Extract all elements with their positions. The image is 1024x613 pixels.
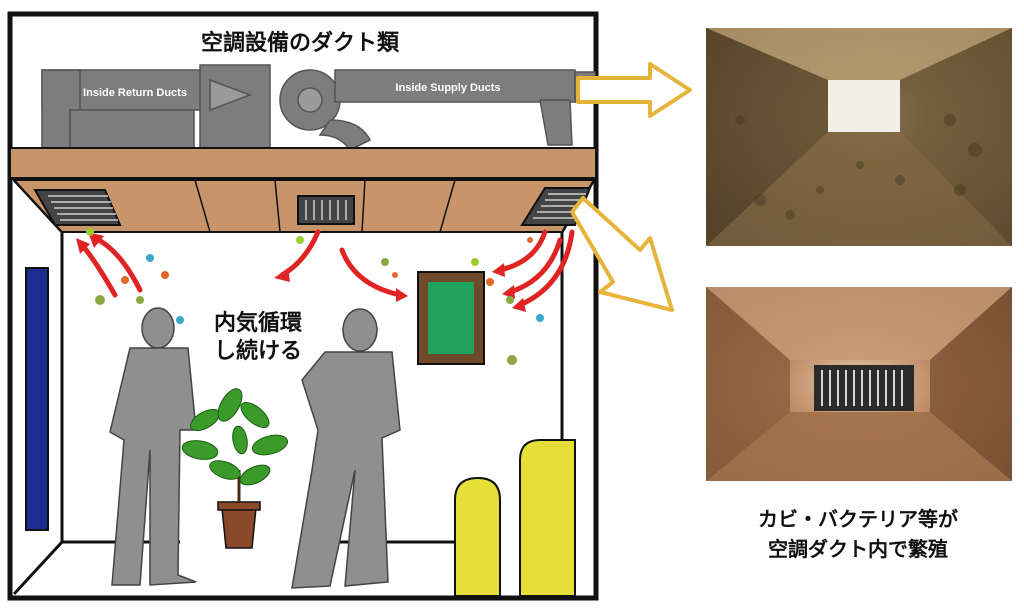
return-duct-icon <box>41 64 271 151</box>
picture-frame-icon <box>417 271 485 365</box>
potted-plant-icon <box>181 388 289 549</box>
photo-caption-line1: カビ・バクテリア等が <box>758 507 958 531</box>
duct-photo-bottom <box>706 287 1012 481</box>
diagram-title: 空調設備のダクト類 <box>201 30 400 56</box>
pointer-arrows <box>570 62 692 312</box>
circulation-label-line2: し続ける <box>214 338 302 364</box>
door-icon <box>25 267 49 531</box>
supply-duct-label: Inside Supply Ducts <box>395 82 500 94</box>
microbe-icon <box>86 228 544 365</box>
photo-caption-line2: 空調ダクト内で繁殖 <box>768 537 948 561</box>
duct-photo-top <box>706 28 1012 246</box>
chair-icon <box>454 439 576 597</box>
circulation-label-line1: 内気循環 <box>214 310 303 336</box>
airflow-arrowheads <box>76 232 526 312</box>
ceiling-vent-icon <box>33 187 592 226</box>
person-silhouette-icon <box>291 308 401 589</box>
return-duct-label: Inside Return Ducts <box>83 87 187 99</box>
